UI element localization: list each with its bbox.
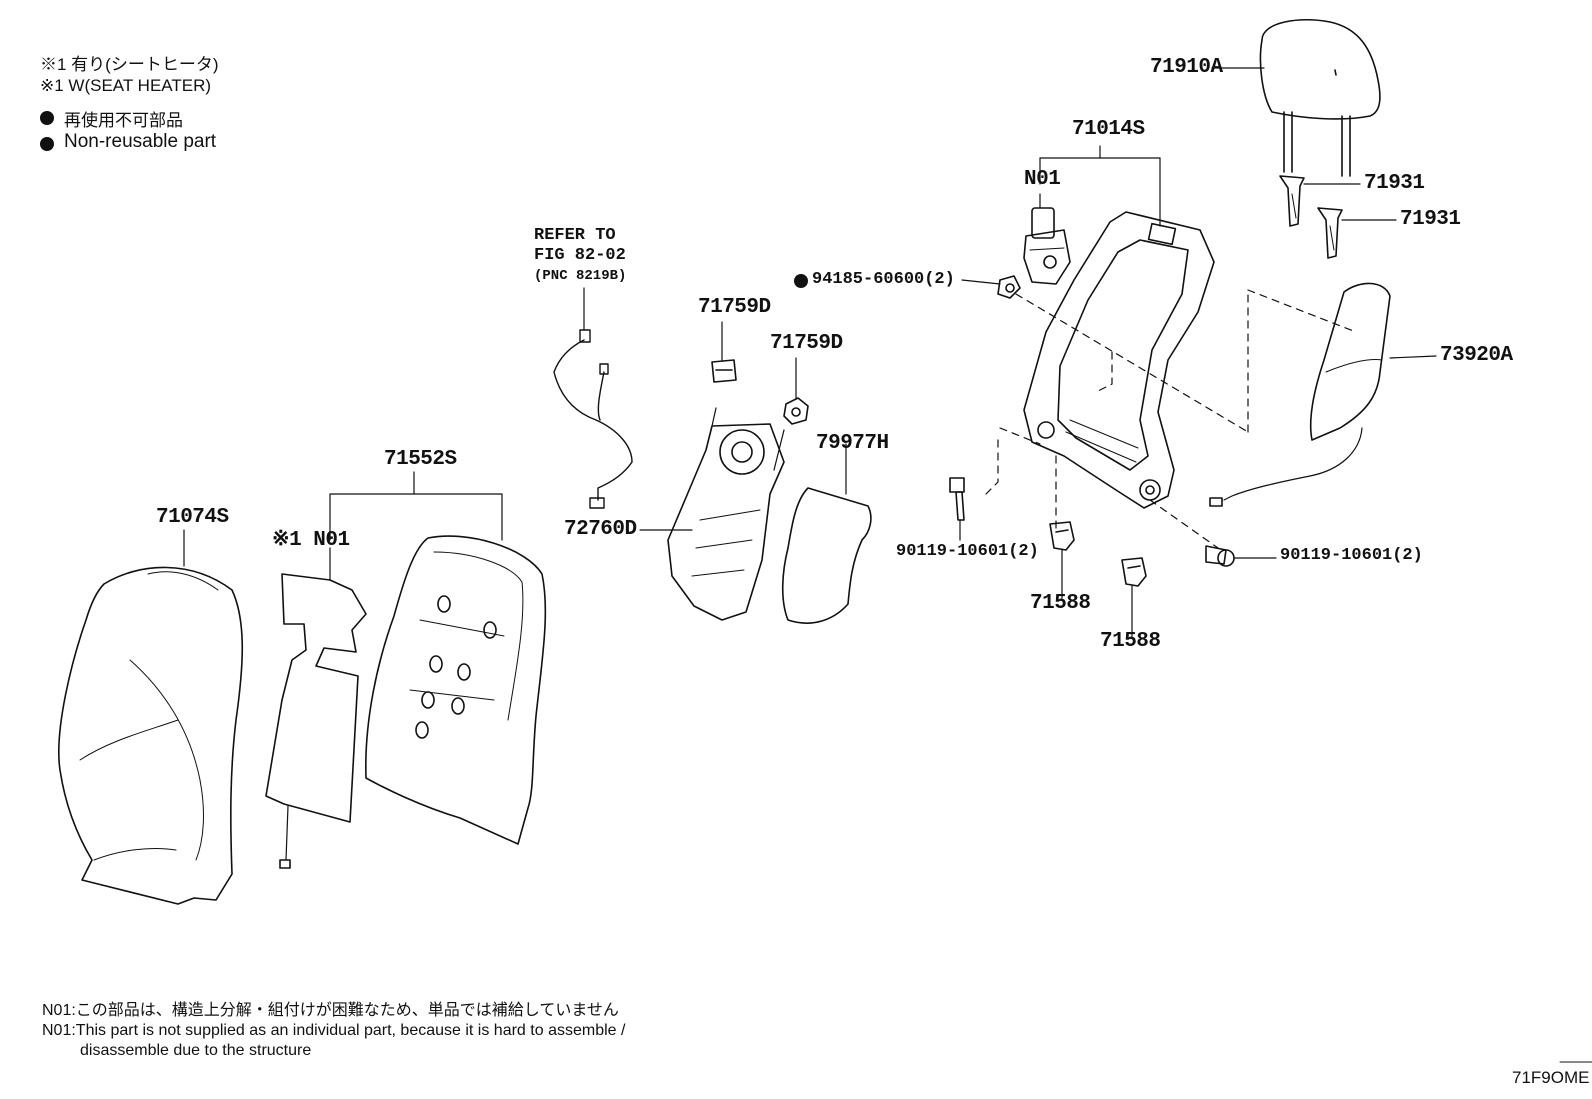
dashed-guides: [985, 289, 1357, 549]
headrest-guide-71931-b[interactable]: [1317, 207, 1343, 259]
lumbar-support-72760d[interactable]: [667, 407, 785, 621]
clip-71759d-a[interactable]: [711, 359, 737, 383]
motor-n01[interactable]: [1023, 207, 1071, 285]
part-label-71588-a[interactable]: 71588: [1030, 592, 1091, 615]
footnote-jp: N01:この部品は、構造上分解・組付けが困難なため、単品では補給していません: [42, 1002, 619, 1019]
bolt-90119-right[interactable]: [1205, 545, 1235, 567]
part-label-n01-frame[interactable]: N01: [1024, 168, 1061, 191]
headrest-guide-71931-a[interactable]: [1279, 175, 1305, 227]
part-label-90119-left[interactable]: 90119-10601(2): [896, 542, 1039, 561]
wire-harness[interactable]: [553, 329, 633, 509]
clip-71588-a[interactable]: [1049, 521, 1075, 551]
nonreusable-bullet-icon: [40, 137, 54, 151]
part-label-71910a[interactable]: 71910A: [1150, 56, 1223, 79]
footnote-en-line2: disassemble due to the structure: [80, 1042, 312, 1059]
leader-94185: [961, 279, 1001, 285]
part-label-71074s[interactable]: 71074S: [156, 506, 229, 529]
legend-heater-jp: ※1 有り(シートヒータ): [40, 55, 219, 74]
seatback-pad-71552s[interactable]: [365, 535, 547, 845]
part-label-94185-60600[interactable]: 94185-60600(2): [812, 270, 955, 289]
part-label-73920a[interactable]: 73920A: [1440, 344, 1513, 367]
legend-nonreusable-en: Non-reusable part: [64, 131, 217, 152]
legend-nonreusable-jp: 再使用不可部品: [64, 111, 183, 130]
seatback-cover-71074s[interactable]: [58, 566, 244, 905]
footnote-en-line1: N01:This part is not supplied as an indi…: [42, 1022, 626, 1039]
refer-line3[interactable]: (PNC 8219B): [534, 268, 627, 284]
part-label-71552s[interactable]: 71552S: [384, 448, 457, 471]
part-label-79977h[interactable]: 79977H: [816, 432, 889, 455]
pad-79977h[interactable]: [781, 487, 872, 624]
bolt-90119-left[interactable]: [949, 477, 965, 521]
leader-73920a: [1389, 355, 1437, 359]
nonreusable-marker-icon: [794, 274, 808, 288]
part-label-71588-b[interactable]: 71588: [1100, 630, 1161, 653]
part-label-71759d-a[interactable]: 71759D: [698, 296, 771, 319]
part-label-71759d-b[interactable]: 71759D: [770, 332, 843, 355]
refer-line1[interactable]: REFER TO: [534, 226, 616, 245]
part-label-71014s[interactable]: 71014S: [1072, 118, 1145, 141]
clip-71588-b[interactable]: [1121, 557, 1147, 587]
part-label-72760d[interactable]: 72760D: [564, 518, 637, 541]
nonreusable-bullet-icon: [40, 111, 54, 125]
seat-heater-n01[interactable]: [265, 573, 367, 869]
part-label-71931-b[interactable]: 71931: [1400, 208, 1461, 231]
diagram-code: 71F9OME: [1512, 1068, 1590, 1087]
part-label-n01-heater[interactable]: ※1 N01: [272, 529, 350, 552]
seatback-frame-71014s[interactable]: [1023, 211, 1215, 509]
headrest-71910a[interactable]: [1259, 19, 1381, 177]
part-label-71931-a[interactable]: 71931: [1364, 172, 1425, 195]
side-airbag-73920a[interactable]: [1209, 282, 1391, 507]
leader-71552s: [329, 493, 503, 541]
nut-94185-60600[interactable]: [997, 275, 1021, 299]
part-label-90119-right[interactable]: 90119-10601(2): [1280, 546, 1423, 565]
clip-71759d-b[interactable]: [783, 397, 809, 425]
refer-line2[interactable]: FIG 82-02: [534, 246, 626, 265]
legend-heater-en: ※1 W(SEAT HEATER): [40, 76, 212, 95]
